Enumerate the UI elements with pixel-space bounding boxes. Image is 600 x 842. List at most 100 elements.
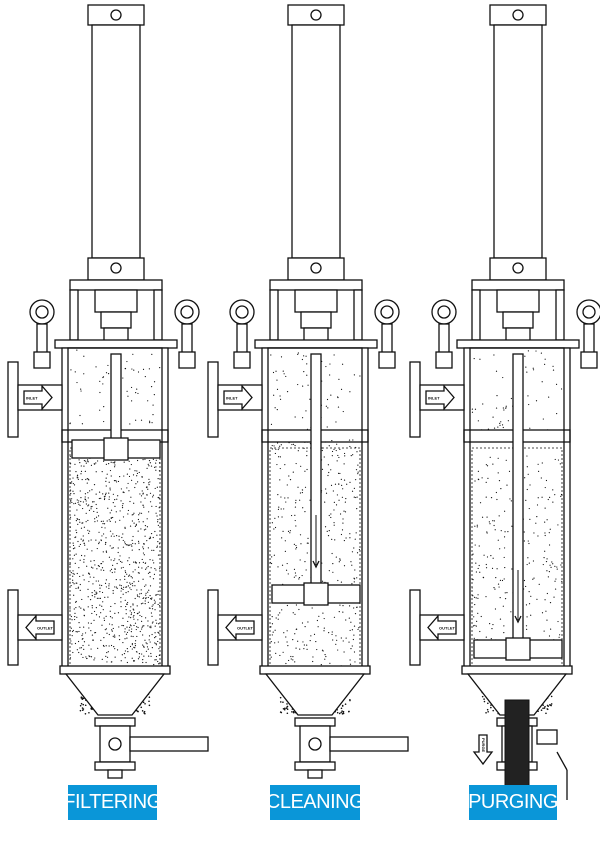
particle — [129, 423, 131, 425]
particle — [340, 478, 342, 481]
particle — [128, 475, 131, 478]
particle — [82, 539, 85, 541]
particle — [353, 651, 356, 653]
lifting-eye-hole — [35, 305, 49, 319]
particle — [270, 354, 272, 356]
particle — [545, 560, 548, 563]
particle — [472, 625, 475, 627]
particle — [128, 557, 130, 559]
particle — [343, 479, 346, 481]
particle — [495, 370, 498, 372]
particle — [313, 633, 316, 636]
particle — [83, 615, 86, 617]
particle — [137, 481, 139, 483]
particle — [142, 493, 144, 495]
particle — [109, 570, 111, 572]
particle — [537, 497, 539, 499]
particle — [285, 636, 287, 638]
particle — [101, 624, 103, 626]
particle — [477, 420, 479, 422]
particle — [70, 571, 72, 574]
particle — [144, 702, 146, 705]
particle — [93, 463, 96, 465]
particle — [501, 579, 504, 582]
particle — [528, 403, 530, 406]
lifting-eye-base — [378, 351, 396, 369]
particle — [136, 612, 139, 615]
particle — [142, 561, 144, 563]
particle — [499, 548, 501, 550]
particle — [334, 483, 337, 485]
particle — [479, 358, 481, 360]
particle — [69, 422, 71, 424]
particle — [140, 419, 143, 421]
particle — [132, 353, 134, 355]
particle — [295, 647, 297, 649]
collection-cone — [264, 673, 366, 716]
particle — [86, 657, 88, 660]
particle — [85, 521, 87, 523]
particle — [71, 635, 73, 637]
particle — [273, 554, 275, 556]
particle — [277, 641, 279, 643]
particle — [344, 455, 346, 457]
collection-cone — [64, 673, 166, 716]
particle — [306, 374, 308, 376]
particle — [111, 571, 113, 574]
particle — [536, 598, 538, 600]
particle — [89, 599, 92, 601]
particle — [292, 612, 294, 614]
particle — [127, 601, 129, 604]
cleaning-label: CLEANING — [266, 785, 365, 820]
particle — [80, 390, 82, 392]
particle — [142, 368, 145, 370]
particle — [152, 404, 154, 406]
particle — [157, 603, 159, 606]
particle — [342, 710, 345, 713]
particle — [556, 566, 558, 568]
particle — [288, 659, 290, 662]
particle — [122, 617, 124, 619]
particle — [93, 576, 95, 578]
particle — [115, 578, 117, 581]
particle — [148, 700, 150, 703]
particle — [343, 565, 346, 567]
particle — [335, 556, 337, 558]
particle — [126, 473, 128, 475]
particle — [554, 580, 556, 582]
particle — [322, 650, 324, 652]
particle — [546, 570, 548, 572]
particle — [91, 592, 93, 594]
particle — [120, 597, 122, 599]
particle — [141, 628, 143, 630]
particle — [297, 353, 299, 356]
particle — [548, 396, 550, 398]
particle — [120, 605, 122, 608]
particle — [346, 483, 348, 485]
particle — [112, 502, 114, 504]
particle — [104, 543, 107, 545]
particle — [500, 421, 502, 423]
particle — [92, 583, 94, 585]
particle — [487, 477, 489, 479]
particle — [495, 577, 497, 579]
particle — [281, 609, 283, 611]
particle — [145, 528, 147, 530]
particle — [505, 459, 507, 461]
particle — [158, 623, 160, 625]
particle — [79, 575, 81, 578]
particle — [354, 538, 356, 540]
lifting-eye-hole — [235, 305, 249, 319]
particle — [342, 518, 344, 520]
particle — [340, 711, 342, 714]
particle — [131, 628, 133, 630]
particle — [147, 400, 149, 402]
particle — [146, 518, 148, 520]
particle — [82, 501, 85, 503]
particle — [280, 496, 282, 498]
particle — [155, 466, 157, 468]
particle — [122, 588, 124, 591]
bottom-flange — [461, 665, 573, 675]
particle — [127, 585, 130, 587]
